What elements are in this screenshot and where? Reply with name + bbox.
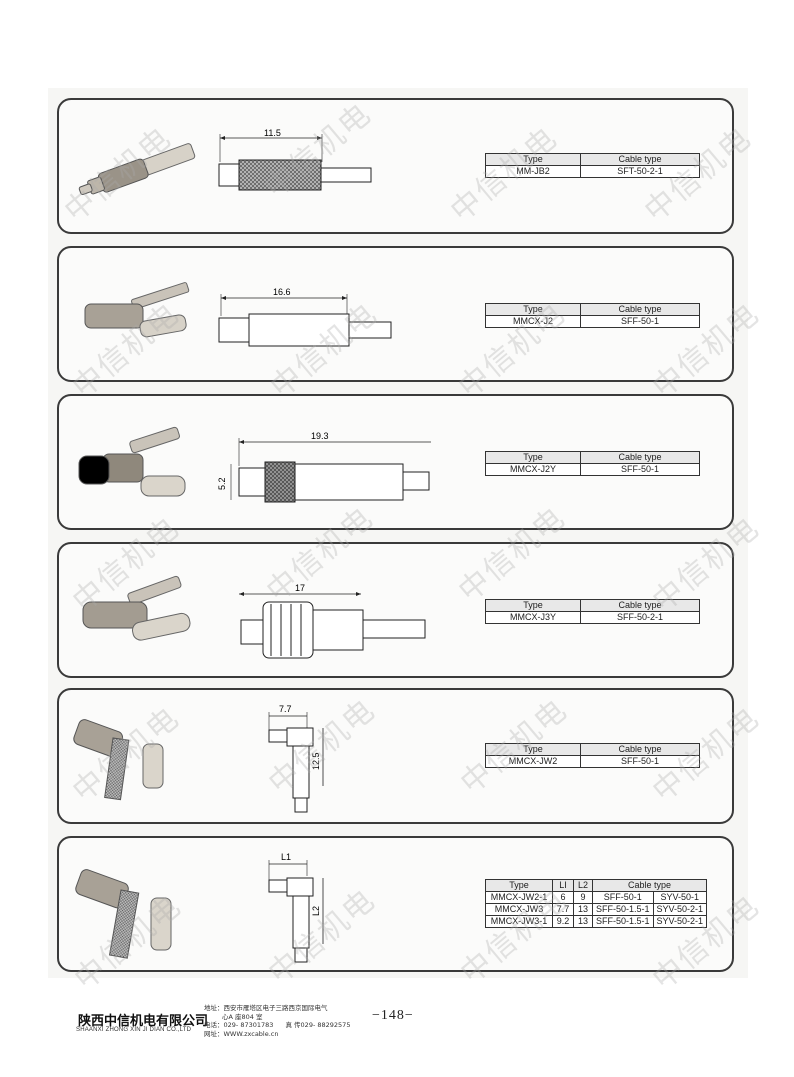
dimension-label: L2 xyxy=(311,906,321,916)
fax: 真 传029- 88292575 xyxy=(285,1021,351,1030)
dimension-drawing: L1 L2 xyxy=(268,852,324,963)
page-number: −148− xyxy=(372,1008,414,1023)
dimension-drawing: 17 xyxy=(239,583,426,659)
dimension-label: 12.5 xyxy=(311,752,321,770)
dimension-label: 11.5 xyxy=(264,128,281,138)
company-name-en: SHAANXI ZHONG XIN JI DIAN CO.,LTD xyxy=(76,1027,192,1033)
dimension-drawing: 16.6 xyxy=(218,287,392,347)
contact-block: 地址：西安市雁塔区电子三路西京国际电气 心A 座804 室 电话：029- 87… xyxy=(204,1004,374,1038)
col-cable-type: Cable type xyxy=(580,153,700,166)
dimension-label: 16.6 xyxy=(273,287,291,297)
connector-photo xyxy=(75,869,172,959)
connector-photo xyxy=(78,143,196,196)
dimension-drawing: 7.7 12.5 xyxy=(268,704,324,813)
scan-background xyxy=(48,88,748,978)
col-type: Type xyxy=(485,153,581,166)
dimension-drawing: 11.5 xyxy=(218,128,372,191)
company-name-cn: 陕西中信机电有限公司 xyxy=(78,1014,209,1029)
phone-fax-line: 电话：029- 87301783 真 传029- 88292575 xyxy=(204,1021,374,1030)
website: 网址：WWW.zxcable.cn xyxy=(204,1029,279,1038)
connector-photo xyxy=(82,575,191,641)
dimension-label: L1 xyxy=(281,852,291,862)
page-footer: 陕西中信机电有限公司 SHAANXI ZHONG XIN JI DIAN CO.… xyxy=(0,1000,794,1040)
connector-photo xyxy=(73,719,164,801)
dimension-label: 5.2 xyxy=(217,477,227,490)
dimension-drawing: 19.3 5.2 xyxy=(217,431,431,503)
dimension-label: 17 xyxy=(295,583,305,593)
connector-photo xyxy=(84,282,190,338)
address-line: 地址：西安市雁塔区电子三路西京国际电气 xyxy=(204,1004,328,1012)
dimension-label: 7.7 xyxy=(279,704,292,714)
address-line: 心A 座804 室 xyxy=(222,1012,263,1021)
phone: 电话：029- 87301783 xyxy=(204,1021,274,1030)
connector-photo xyxy=(78,426,186,497)
dimension-label: 19.3 xyxy=(311,431,329,441)
